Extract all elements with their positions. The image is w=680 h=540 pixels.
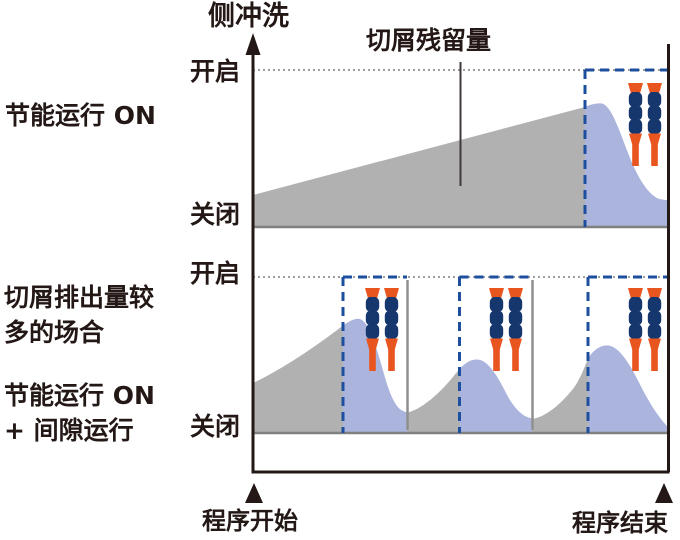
bottom-mound2-flush-area <box>459 359 533 433</box>
bottom-mode-label-line1: 节能运行 ON <box>4 381 155 410</box>
bottom-mound1-gray-area <box>253 325 343 433</box>
bottom-scenario-label-line2: 多的场合 <box>4 318 105 347</box>
program-end-label: 程序结束 <box>572 509 668 537</box>
program-start-label: 程序开始 <box>202 507 298 535</box>
bottom-scenario-label-line1: 切屑排出量较 <box>4 283 155 312</box>
bottom-off-label: 关闭 <box>189 412 240 441</box>
top-chip-accumulation-area <box>253 107 585 227</box>
coolant-nozzle-icon <box>647 83 662 166</box>
coolant-nozzle-icon <box>628 288 643 371</box>
top-scenario-label: 节能运行 ON <box>5 101 156 130</box>
bottom-mode-label-line2: + 间隙运行 <box>4 416 134 445</box>
bottom-on-label: 开启 <box>189 259 240 288</box>
arrow-up-icon <box>245 33 261 55</box>
bottom-mound3-gray-area <box>532 358 588 433</box>
bottom-mound2-gray-area <box>407 369 460 433</box>
bottom-mound3-flush-area <box>588 345 668 433</box>
coolant-nozzle-icon <box>489 288 504 371</box>
coolant-nozzle-icon <box>628 83 643 166</box>
coolant-nozzle-icon <box>384 288 399 371</box>
program-start-marker triangle-up-icon <box>245 483 263 503</box>
program-end-marker triangle-up-icon <box>655 483 673 503</box>
top-off-label: 关闭 <box>189 200 240 229</box>
coolant-nozzle-icon <box>647 288 662 371</box>
y-axis-title: 侧冲洗 <box>208 1 289 32</box>
top-on-label: 开启 <box>189 57 240 86</box>
chip-annotation-label: 切屑残留量 <box>366 26 492 55</box>
coolant-nozzle-icon <box>508 288 523 371</box>
bottom-mound1-flush-area <box>343 318 408 433</box>
top-flush-active-area <box>585 103 668 227</box>
